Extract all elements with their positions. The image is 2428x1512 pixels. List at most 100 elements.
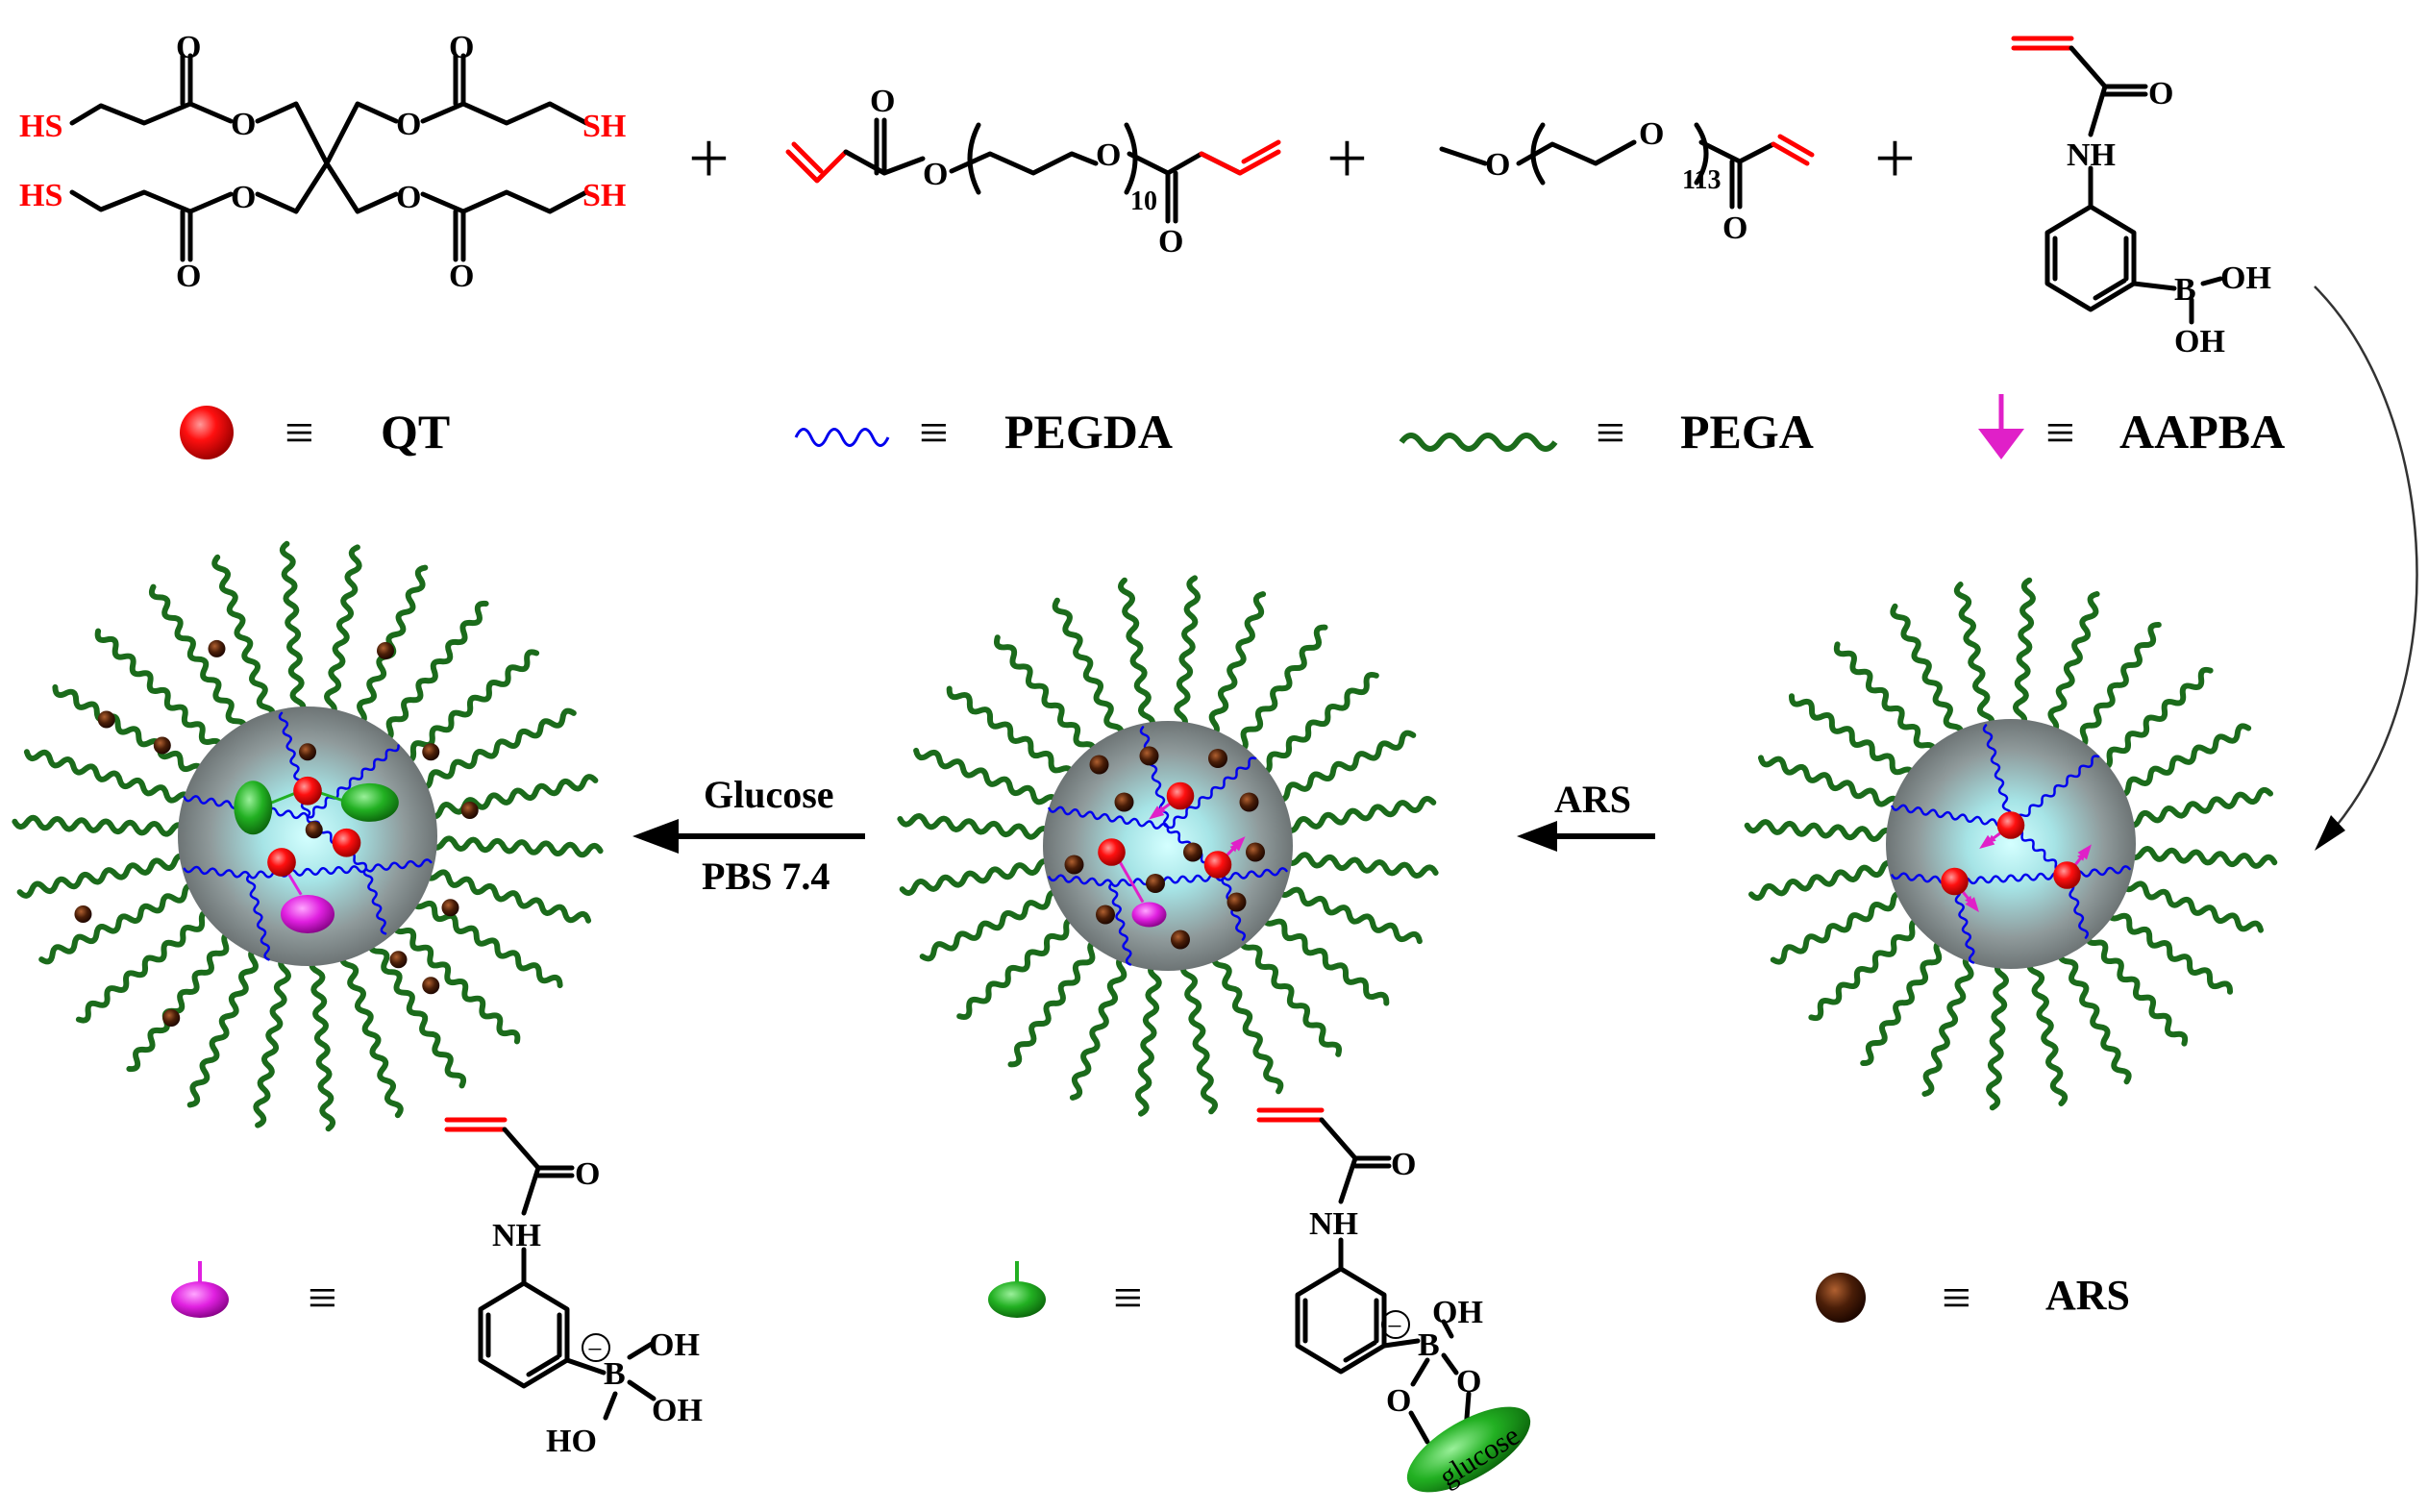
pega-structure: O O O 113 <box>1439 116 1815 246</box>
pega-chain <box>1789 693 1916 781</box>
pega-chain <box>1273 730 1417 803</box>
pega-chain <box>186 946 261 1108</box>
pega-chain <box>148 583 248 734</box>
qt-thiol-label: HS <box>19 178 62 213</box>
pega-chain <box>2074 622 2162 749</box>
pega-chain <box>52 683 205 777</box>
pega-chain <box>1860 939 1947 1066</box>
pega-chain <box>1256 671 1379 775</box>
carbonyl-o-label: O <box>449 259 474 294</box>
pegda-o-label: O <box>1096 137 1121 173</box>
pega-chain <box>919 889 1063 962</box>
pega-chain <box>1281 796 1437 833</box>
ars-dot <box>422 743 440 761</box>
pega-chain <box>956 917 1079 1021</box>
qt-bead <box>1203 851 1232 879</box>
qt-bead <box>1996 811 2025 839</box>
pega-chain <box>1890 603 1965 740</box>
legend-aapba-label: AAPBA <box>2119 405 2285 459</box>
pega-chain <box>946 685 1075 780</box>
pega-chain <box>1239 934 1343 1057</box>
qt-thiol-label: HS <box>19 109 62 144</box>
carbonyl-o-label: O <box>449 30 474 65</box>
plus-sign: + <box>1326 118 1368 199</box>
ars-dot <box>208 639 226 657</box>
ars-dot <box>1089 755 1109 775</box>
glucose-bead <box>234 781 273 835</box>
pega-chain <box>380 600 489 742</box>
pega-chain <box>1118 577 1155 732</box>
pega-chain <box>993 634 1097 757</box>
ars-dot <box>1208 749 1227 768</box>
pegda-crosslink <box>248 865 368 880</box>
pega-o-label: O <box>1485 147 1510 183</box>
step-ars-label: ARS <box>1554 778 1631 821</box>
pega-chain <box>2115 723 2252 798</box>
plus-sign: + <box>688 118 730 199</box>
pegda-o-label: O <box>870 84 895 119</box>
qt-bead <box>293 776 322 806</box>
pega-chain <box>428 835 604 858</box>
legend-equiv: ≡ <box>1942 1269 1970 1326</box>
ars-dot <box>1226 892 1247 912</box>
pegda-crosslink <box>1982 724 2013 827</box>
pega-chain <box>2057 948 2132 1085</box>
aapba-oh-label: OH <box>2174 324 2225 359</box>
boronate-bead <box>1131 902 1167 928</box>
aapba-b-label: B <box>2174 272 2196 308</box>
qt-bead <box>1941 867 1969 896</box>
aapba-arrowhead <box>2077 844 2092 860</box>
legend-equiv: ≡ <box>2045 404 2074 461</box>
pegda-crosslink <box>2009 755 2100 828</box>
pega-chain <box>324 544 362 718</box>
aapba-arrowhead <box>1149 806 1165 820</box>
aapba-o-label: O <box>2148 76 2173 112</box>
ester-o-label: O <box>231 107 256 142</box>
pega-chain <box>16 853 190 899</box>
pegda-chain-icon <box>794 428 890 447</box>
pega-chain <box>1758 755 1902 808</box>
ars-dot <box>97 710 115 729</box>
legend-row: ≡ QT ≡ PEGDA ≡ PEGA ≡ AAPBA <box>180 394 2285 461</box>
boronate-legend: ≡ − O NH B OH OH HO <box>171 1117 703 1459</box>
boronate-nh-label: NH <box>492 1218 541 1253</box>
pega-chain <box>2097 666 2214 770</box>
plus-sign: + <box>1874 118 1916 199</box>
glucose-ester-nh-label: NH <box>1309 1206 1358 1242</box>
pegda-crosslink <box>1951 880 1975 964</box>
qt-thiol-label-right: SH <box>582 109 626 144</box>
pega-chain <box>2046 591 2100 735</box>
pega-chain <box>1052 597 1125 741</box>
pega-chain <box>1833 641 1937 757</box>
pega-chain <box>2106 907 2233 995</box>
pega-chain <box>1953 582 1995 731</box>
boronate-o-label: O <box>575 1156 600 1192</box>
ars-dot <box>74 905 92 923</box>
pega-chain-icon <box>1399 433 1558 452</box>
glucose-ester-oh-label: OH <box>1432 1295 1483 1330</box>
ars-legend: ≡ ARS <box>1816 1269 2130 1326</box>
pegda-structure: O O O O 10 <box>785 84 1281 260</box>
pega-chain <box>367 938 467 1089</box>
pega-chain <box>1276 884 1423 945</box>
ester-o-label: O <box>396 180 421 215</box>
pegda-o-label: O <box>1158 224 1183 260</box>
nanogel-core <box>1886 719 2136 969</box>
legend-ars-label: ARS <box>2045 1272 2130 1319</box>
pega-chain <box>1282 852 1439 879</box>
pegda-crosslink <box>306 744 400 819</box>
ars-dot <box>1146 874 1165 893</box>
qt-bead <box>332 828 361 857</box>
pega-chain <box>1211 951 1284 1095</box>
pegda-crosslink <box>1108 881 1132 966</box>
pega-chain <box>126 930 235 1073</box>
pega-chain <box>392 919 521 1045</box>
pega-chain <box>2119 880 2264 933</box>
glucose-ester-o-label: O <box>1456 1364 1481 1400</box>
aapba-arrowhead <box>1965 897 1979 913</box>
glucose-ester-b-label: B <box>1418 1327 1440 1363</box>
qt-bead <box>267 848 296 877</box>
pega-chain <box>211 554 276 722</box>
glucose-bead-icon <box>988 1281 1046 1318</box>
